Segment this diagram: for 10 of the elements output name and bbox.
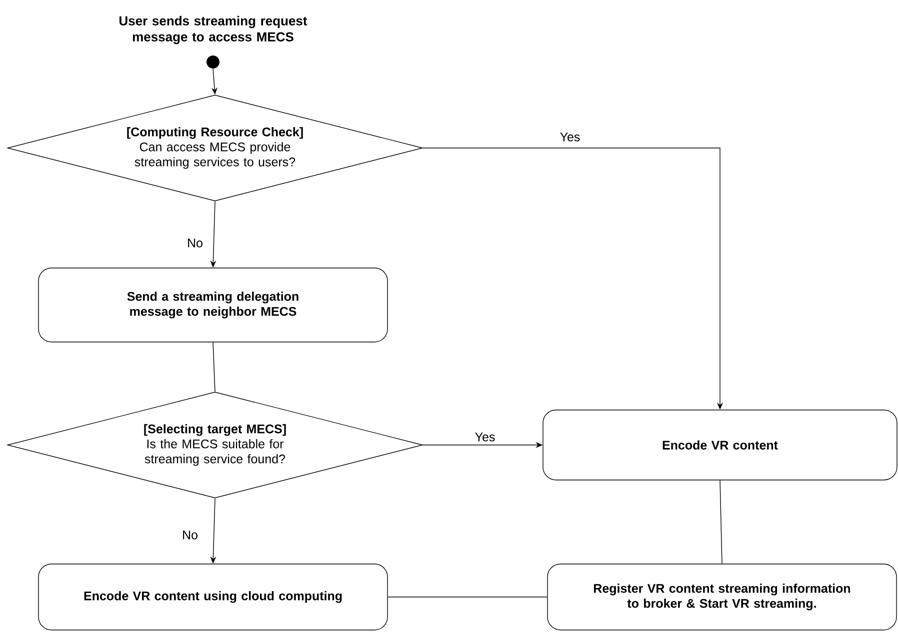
edge-label: No xyxy=(186,237,204,249)
process-box: Encode VR content xyxy=(542,410,898,480)
process-box: Register VR content streaming information to broker & Start VR streaming. xyxy=(547,564,897,630)
process-box: Encode VR content using cloud computing xyxy=(38,564,388,630)
edge-label: Yes xyxy=(558,131,582,143)
edge-label: Yes xyxy=(473,431,497,443)
start-dot xyxy=(206,56,220,68)
title: User sends streaming request message to access MECS xyxy=(120,16,308,44)
edge-label: No xyxy=(180,529,200,541)
process-box: Send a streaming delegation message to neighbor MECS xyxy=(38,268,388,342)
